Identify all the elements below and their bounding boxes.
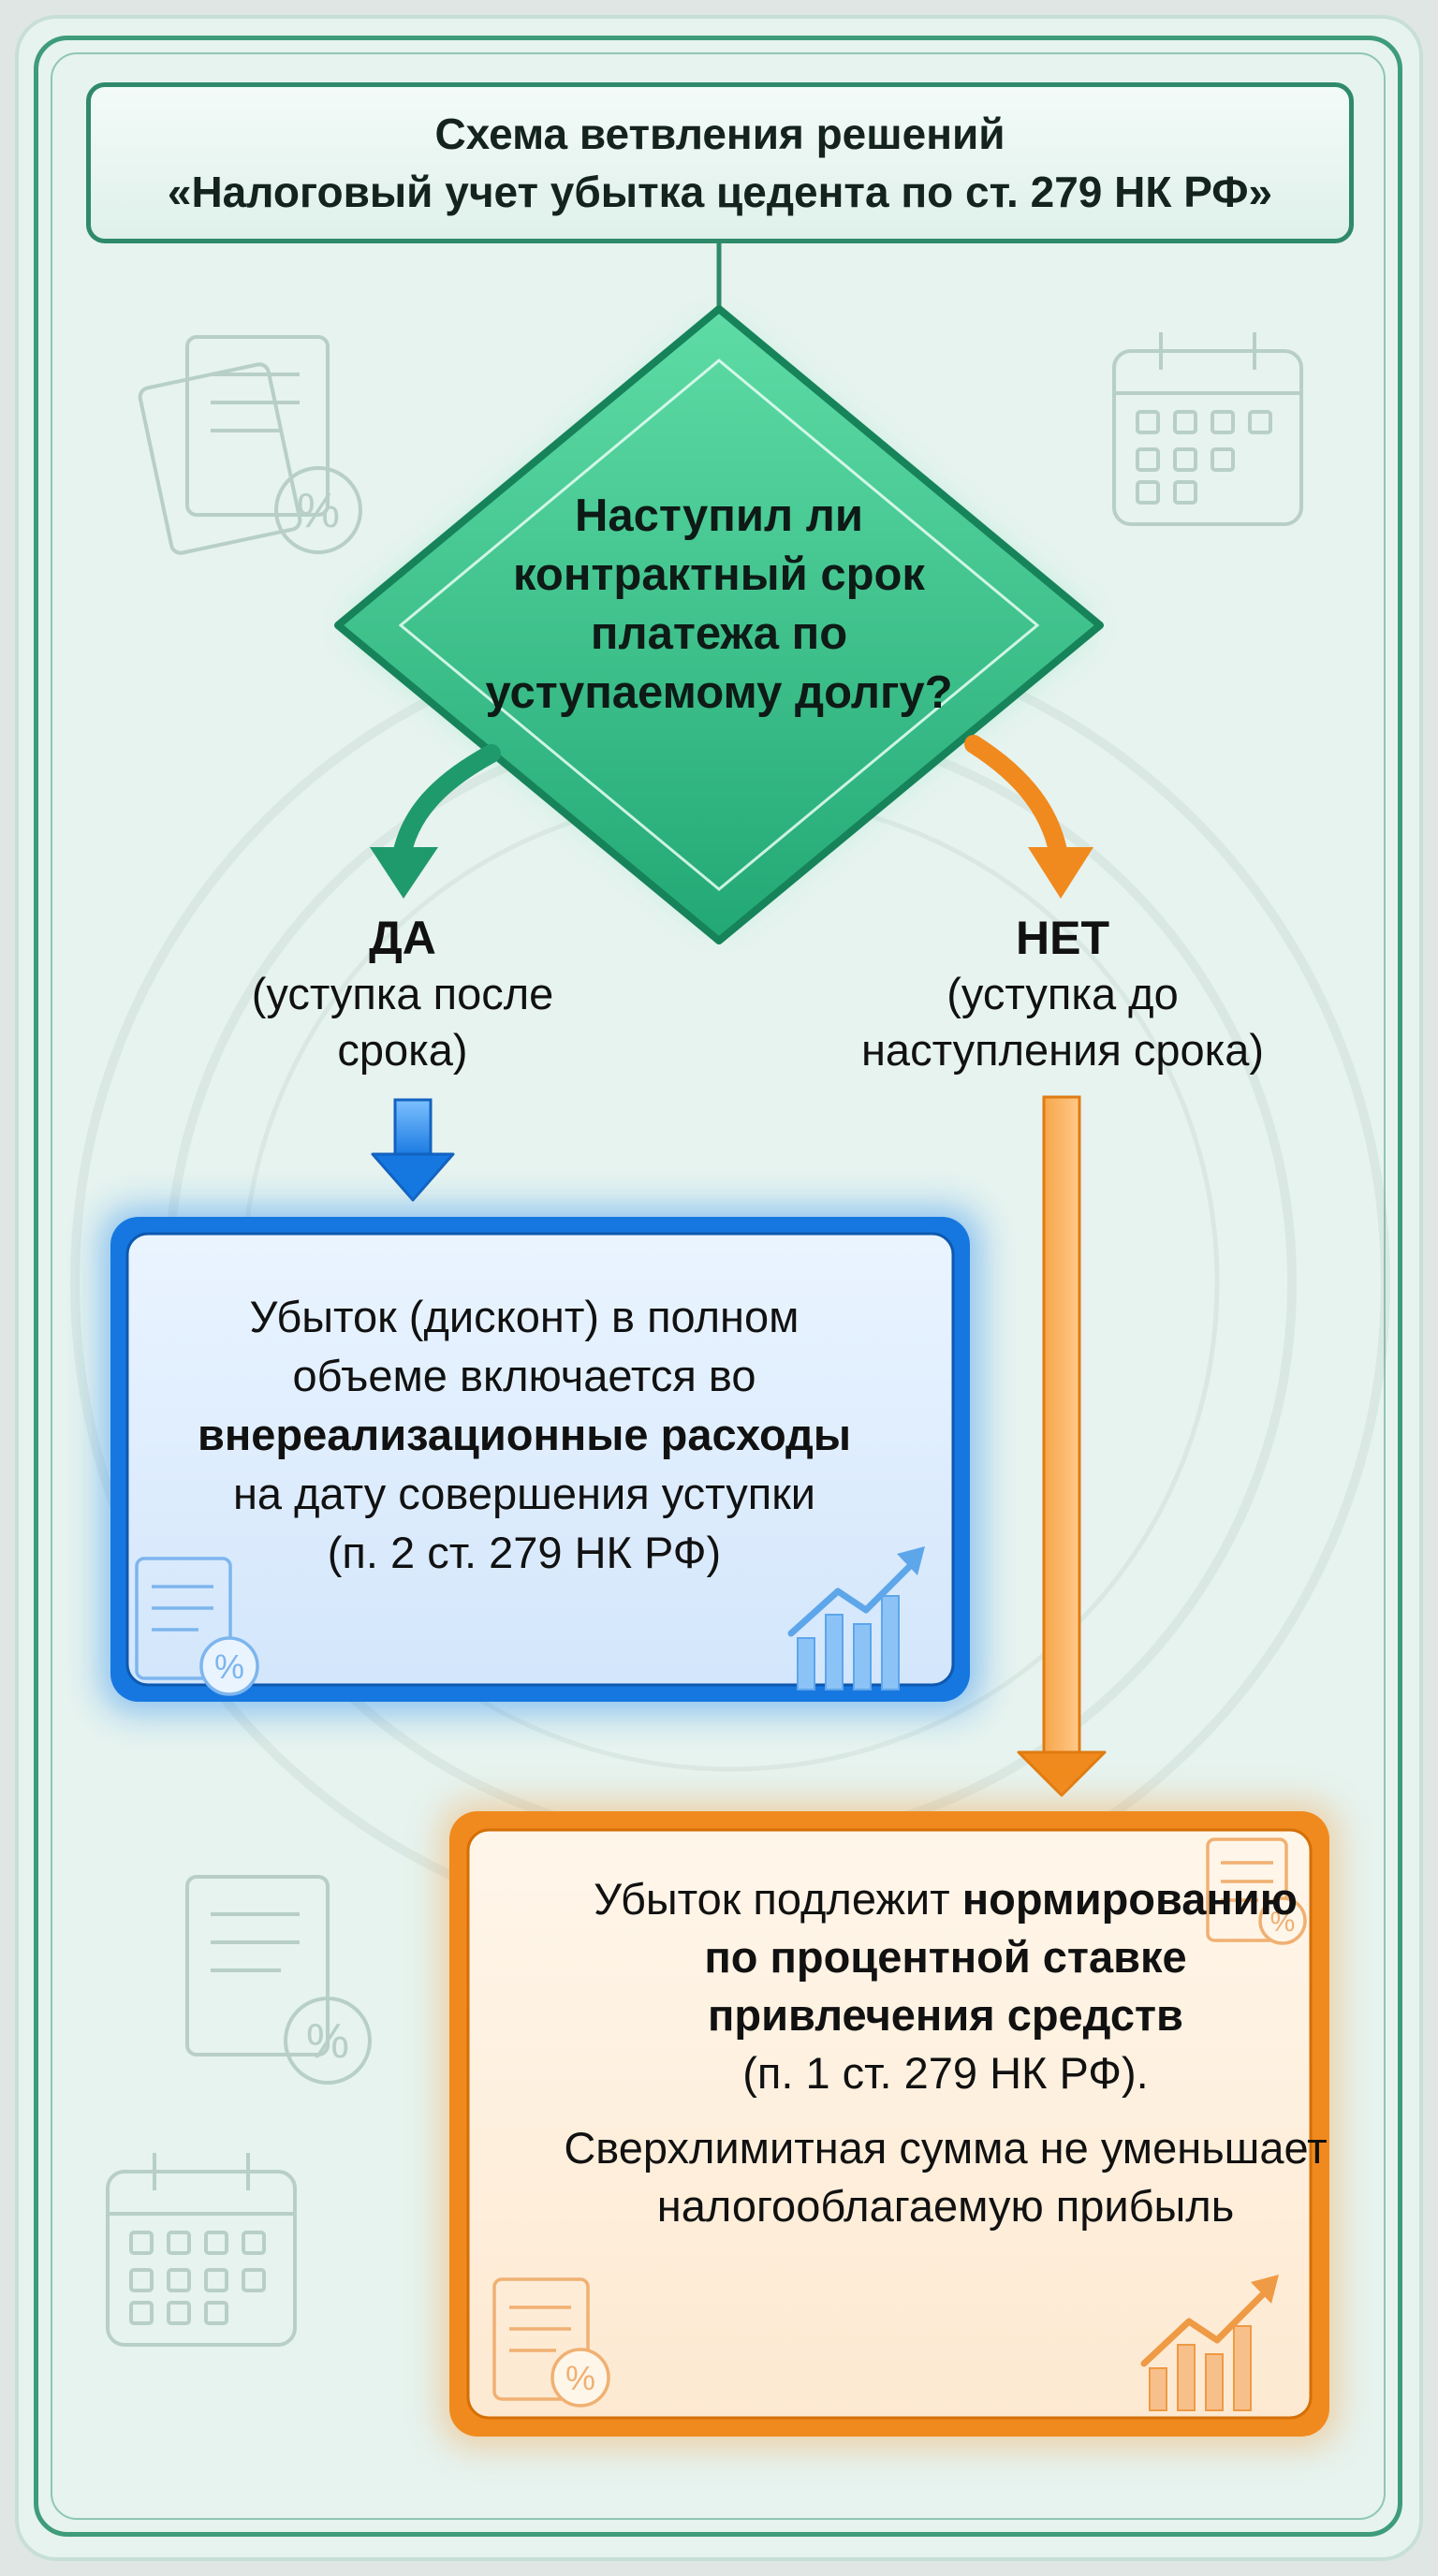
- svg-text:%: %: [297, 484, 340, 538]
- no-result-bold: нормированию по процентной ставке привле…: [704, 1874, 1298, 2040]
- no-result-part1: Убыток подлежит: [594, 1874, 962, 1924]
- no-result-part2: Сверхлимитная сумма не уменьшает налогоо…: [564, 2123, 1328, 2231]
- yes-branch-label: ДА (уступка после срока): [229, 910, 576, 1078]
- svg-text:%: %: [214, 1647, 244, 1686]
- frame-border: [34, 36, 1402, 2537]
- orange-down-arrow: [1017, 1095, 1107, 1797]
- svg-text:%: %: [1270, 1907, 1296, 1938]
- no-result-box: [440, 1802, 1339, 2448]
- svg-text:%: %: [306, 2014, 349, 2069]
- document-percent-icon: %: [492, 2277, 610, 2408]
- no-branch-label: НЕТ (уступка до наступления срока): [814, 910, 1311, 1078]
- document-percent-icon: %: [1206, 1837, 1307, 1945]
- svg-text:%: %: [565, 2359, 595, 2397]
- yes-label: ДА: [369, 912, 436, 964]
- document-percent-icon: %: [185, 1875, 372, 2085]
- decision-diamond: [334, 305, 1104, 944]
- yes-result-ref: (п. 2 ст. 279 НК РФ): [327, 1528, 722, 1577]
- title-line-1: Схема ветвления решений: [434, 110, 1005, 158]
- title-box: Схема ветвления решений «Налоговый учет …: [86, 82, 1354, 243]
- title-line-2: «Налоговый учет убытка цедента по ст. 27…: [167, 168, 1273, 216]
- yes-result-part2: на дату совершения уступки: [232, 1469, 816, 1518]
- no-result-main: Убыток подлежит нормированию по процентн…: [562, 1870, 1329, 2102]
- no-arrow: [964, 735, 1093, 899]
- calendar-icon: [106, 2153, 297, 2347]
- document-percent-icon: %: [135, 1557, 259, 1696]
- no-note: (уступка до наступления срока): [860, 969, 1265, 1075]
- no-label: НЕТ: [1016, 912, 1109, 964]
- growth-chart-icon: [787, 1546, 925, 1690]
- yes-arrow: [370, 744, 501, 899]
- yes-note: (уступка после срока): [251, 969, 554, 1075]
- frame-inner-border: [51, 52, 1386, 2520]
- yes-result-bold: внереализационные расходы: [197, 1410, 852, 1459]
- yes-result-text: Убыток (дисконт) в полном объеме включае…: [169, 1287, 880, 1582]
- no-result-text: Убыток подлежит нормированию по процентн…: [562, 1870, 1329, 2235]
- yes-result-box: [101, 1208, 981, 1713]
- yes-result-part1: Убыток (дисконт) в полном объеме включае…: [249, 1292, 800, 1400]
- no-result-ref: (п. 1 ст. 279 НК РФ).: [742, 2048, 1149, 2098]
- decision-question: Наступил ли контрактный срок платежа по …: [485, 490, 953, 718]
- growth-chart-icon: [1140, 2275, 1279, 2411]
- document-percent-icon: %: [138, 335, 362, 555]
- calendar-icon: [1112, 332, 1303, 526]
- blue-down-arrow: [371, 1098, 455, 1202]
